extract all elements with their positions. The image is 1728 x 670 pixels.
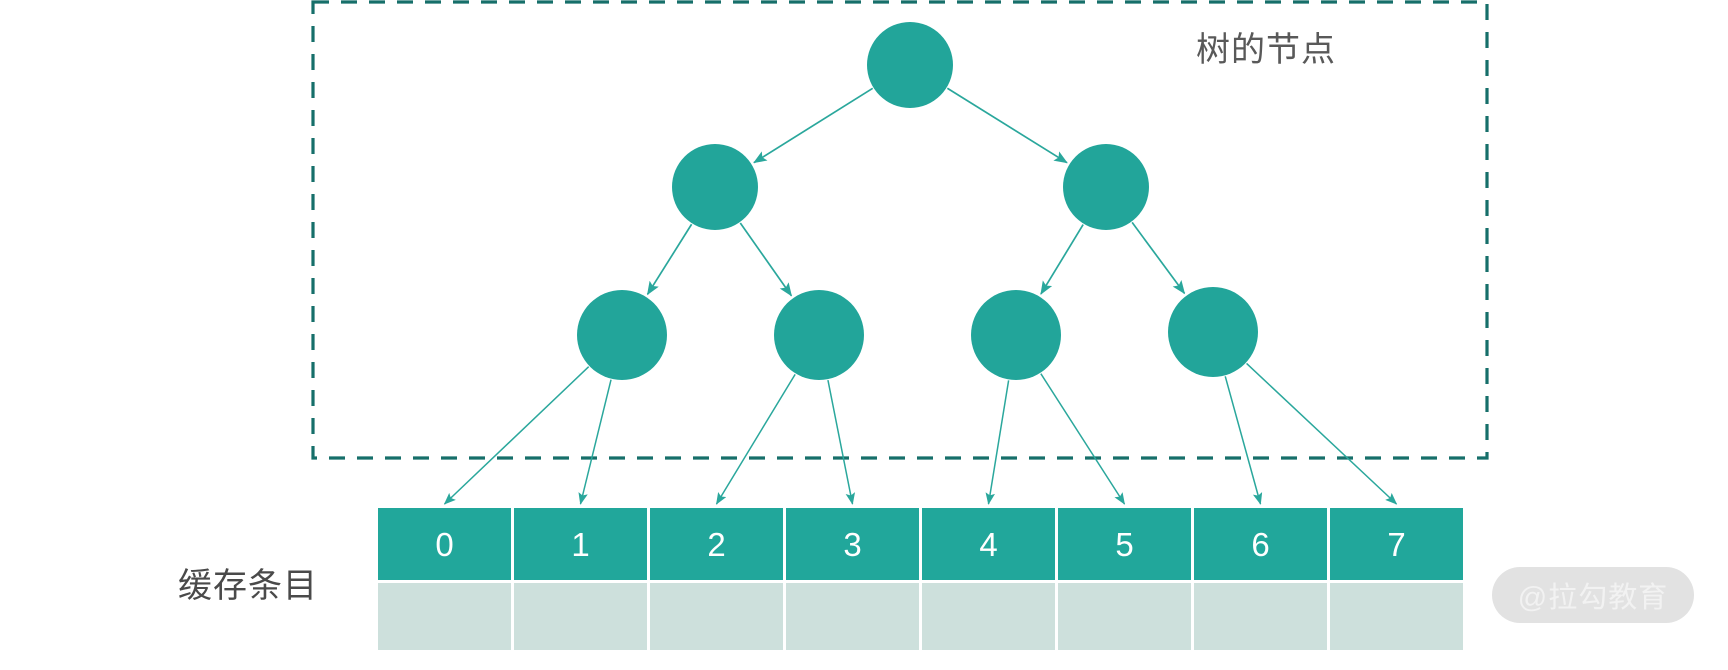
tree-node-leaf-2[interactable] [971, 290, 1061, 380]
cache-cell-header-5[interactable] [1058, 508, 1191, 580]
tree-node-n-r[interactable] [1063, 144, 1149, 230]
tree-edge-root-to-n-r [946, 87, 1068, 164]
tree-edge-n-l-to-leaf-0 [646, 223, 693, 296]
cache-cell-header-4[interactable] [922, 508, 1055, 580]
cache-edge-leaf-1-to-cell-3 [827, 379, 856, 505]
cache-edges [443, 362, 1398, 505]
tree-region-label: 树的节点 [1196, 31, 1336, 69]
tree-edge-root-to-n-l [753, 87, 874, 164]
cache-edge-leaf-0-to-cell-0 [443, 366, 590, 505]
tree-region-dashed-border [311, 0, 1489, 460]
cache-edge-leaf-3-to-cell-7 [1246, 362, 1398, 505]
cache-cell-body-0[interactable] [378, 583, 511, 650]
cache-edge-leaf-2-to-cell-4 [985, 380, 1010, 505]
cache-cell-header-0[interactable] [378, 508, 511, 580]
cache-cell-header-1[interactable] [514, 508, 647, 580]
tree-edges [646, 87, 1186, 297]
cache-cell-body-1[interactable] [514, 583, 647, 650]
cache-cell-body-3[interactable] [786, 583, 919, 650]
tree-node-leaf-1[interactable] [774, 290, 864, 380]
cache-cell-header-6[interactable] [1194, 508, 1327, 580]
cache-cell-body-7[interactable] [1330, 583, 1463, 650]
tree-node-leaf-3[interactable] [1168, 287, 1258, 377]
watermark-text: @拉勾教育 [1517, 582, 1669, 614]
tree-edge-n-r-to-leaf-3 [1131, 221, 1186, 295]
cache-table-label: 缓存条目 [178, 567, 318, 605]
cache-cell-body-6[interactable] [1194, 583, 1327, 650]
cache-edge-leaf-3-to-cell-6 [1224, 376, 1263, 505]
tree-nodes [577, 22, 1258, 380]
cache-table [378, 508, 1463, 650]
watermark: @拉勾教育 [1492, 567, 1694, 623]
tree-edge-n-r-to-leaf-2 [1040, 224, 1084, 295]
tree-node-root[interactable] [867, 22, 953, 108]
tree-region-box [311, 0, 1489, 460]
cache-edge-leaf-2-to-cell-5 [1040, 373, 1126, 505]
cache-cell-header-3[interactable] [786, 508, 919, 580]
cache-edge-leaf-0-to-cell-1 [578, 379, 612, 505]
tree-node-n-l[interactable] [672, 144, 758, 230]
tree-edge-n-l-to-leaf-1 [739, 222, 793, 297]
cache-cell-header-2[interactable] [650, 508, 783, 580]
tree-node-leaf-0[interactable] [577, 290, 667, 380]
cache-edge-leaf-1-to-cell-2 [715, 373, 796, 505]
cache-cell-body-5[interactable] [1058, 583, 1191, 650]
cache-cell-header-7[interactable] [1330, 508, 1463, 580]
cache-cell-body-2[interactable] [650, 583, 783, 650]
cache-cell-body-4[interactable] [922, 583, 1055, 650]
